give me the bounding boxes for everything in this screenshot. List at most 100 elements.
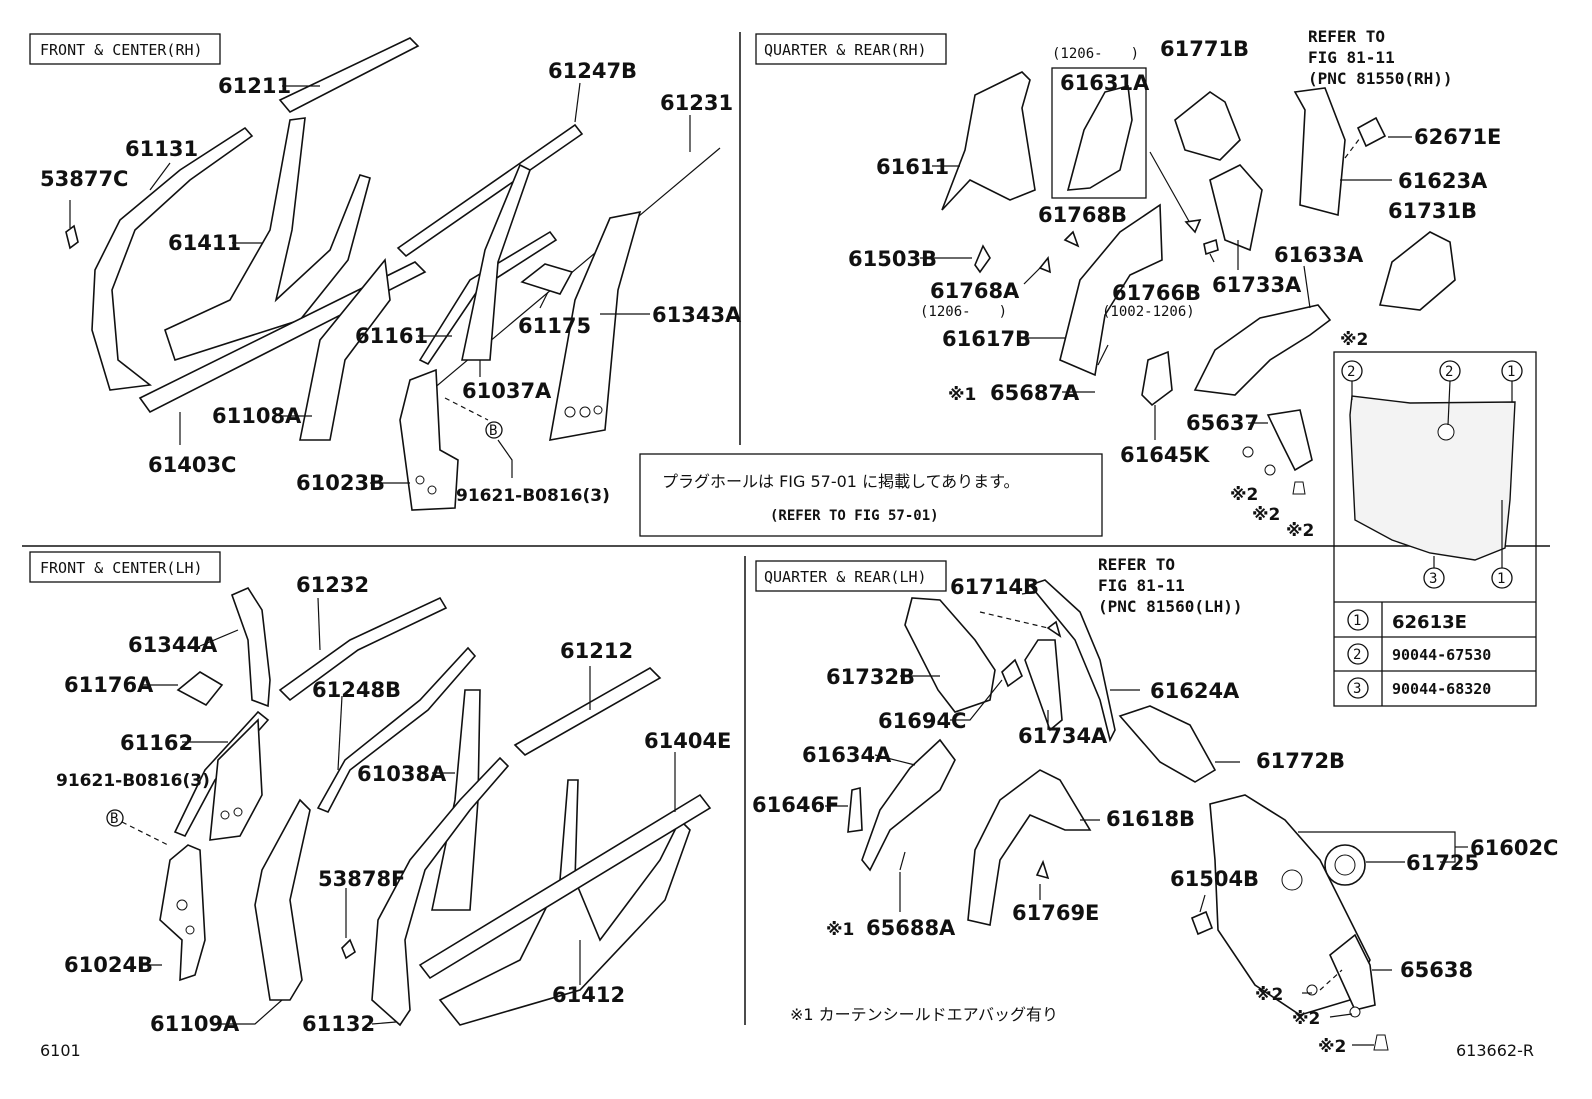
part-61771b[interactable] <box>1174 91 1241 161</box>
part-61731b[interactable] <box>1378 231 1456 311</box>
part-61766b[interactable] <box>1203 238 1219 256</box>
label-91621-lh: 91621-B0816(3) <box>56 771 210 791</box>
part-53877c[interactable] <box>65 224 79 250</box>
part-62671e[interactable] <box>1356 116 1387 148</box>
label-61771b: 61771B <box>1160 37 1249 61</box>
part-61503b[interactable] <box>974 244 991 274</box>
part-61024b[interactable] <box>159 844 206 982</box>
part-61694c[interactable] <box>1001 658 1023 688</box>
part-61634a[interactable] <box>861 738 956 872</box>
part-61633a[interactable] <box>1193 304 1332 396</box>
part-61411[interactable] <box>164 117 371 362</box>
refer-lh-line1: REFER TO <box>1098 555 1175 574</box>
star1-65688a: ※1 <box>826 920 854 940</box>
front-lh-parts <box>159 586 712 1027</box>
part-61611[interactable] <box>941 71 1036 211</box>
part-61617b[interactable] <box>1059 203 1163 377</box>
page-code: 6101 <box>40 1041 81 1060</box>
part-61624a[interactable] <box>1028 579 1116 743</box>
star2-a: ※2 <box>1230 485 1258 505</box>
label-61611: 61611 <box>876 155 949 179</box>
part-61211[interactable] <box>278 37 420 114</box>
part-65688a[interactable] <box>899 851 906 871</box>
quarter-lh-parts <box>847 579 1389 1051</box>
section-title: FRONT & CENTER(RH) <box>40 41 203 59</box>
detail-mark-1b: 1 <box>1497 571 1505 587</box>
label-61732b: 61732B <box>826 665 915 689</box>
part-61232[interactable] <box>278 596 448 702</box>
refer-lh-line2: FIG 81-11 <box>1098 576 1185 595</box>
part-61732b[interactable] <box>904 597 996 713</box>
part-61132[interactable] <box>371 756 510 1027</box>
label-61503b: 61503B <box>848 247 937 271</box>
label-65637: 65637 <box>1186 411 1259 435</box>
label-61404e: 61404E <box>644 729 731 753</box>
part-61404e[interactable] <box>418 793 712 980</box>
part-65637[interactable] <box>1266 409 1313 472</box>
quarter-lh-labels: 61714B REFER TO FIG 81-11 (PNC 81560(LH)… <box>752 555 1558 1057</box>
part-61733a[interactable] <box>1209 164 1263 252</box>
part-61768b[interactable] <box>1063 230 1080 248</box>
part-61109a[interactable] <box>254 798 311 1001</box>
label-61602c: 61602C <box>1470 836 1558 860</box>
part-quarter-inner-rh[interactable] <box>1293 87 1346 217</box>
part-65687a[interactable] <box>1097 344 1109 366</box>
section-quarter-rh: QUARTER & REAR(RH) <box>755 33 947 65</box>
part-61734a[interactable] <box>1024 639 1063 732</box>
star2-b: ※2 <box>1252 505 1280 525</box>
part-65638[interactable] <box>1329 933 1376 1011</box>
quarter-lh-leaders <box>825 591 1468 1046</box>
part-61248b[interactable] <box>316 646 477 814</box>
label-61024b: 61024B <box>64 953 153 977</box>
label-53878f: 53878F <box>318 867 405 891</box>
label-61232: 61232 <box>296 573 369 597</box>
front-rh-labels: 61211 61131 53877C 61411 61247B 61231 61… <box>40 59 742 506</box>
part-61412[interactable] <box>438 779 691 1026</box>
part-61038a[interactable] <box>431 689 481 911</box>
label-61212: 61212 <box>560 639 633 663</box>
section-title: FRONT & CENTER(LH) <box>40 559 203 577</box>
label-61731b: 61731B <box>1388 199 1477 223</box>
part-61343a[interactable] <box>549 210 642 441</box>
part-61772b[interactable] <box>1118 705 1217 783</box>
part-61247b[interactable] <box>396 123 584 258</box>
part-61646f[interactable] <box>847 786 863 833</box>
part-61768a[interactable] <box>1038 256 1051 274</box>
date-1206-a: (1206- ) <box>1052 46 1139 62</box>
part-61037a[interactable] <box>461 163 531 361</box>
part-61504b[interactable] <box>1190 910 1214 936</box>
legend-part-2: 90044-67530 <box>1392 646 1491 664</box>
label-61733a: 61733A <box>1212 273 1302 297</box>
part-61714b[interactable] <box>1046 620 1062 638</box>
footnote: ※1 カーテンシールドエアバッグ有り <box>790 1005 1058 1024</box>
part-53878f[interactable] <box>341 938 356 960</box>
notice-line1: プラグホールは FIG 57-01 に掲載してあります。 <box>662 472 1020 491</box>
part-61212[interactable] <box>513 667 662 756</box>
label-65688a: 65688A <box>866 916 956 940</box>
part-61645k[interactable] <box>1141 350 1173 407</box>
legend-mark-1: 1 <box>1353 613 1361 629</box>
part-61618b[interactable] <box>967 769 1092 926</box>
part-61175[interactable] <box>520 263 574 295</box>
part-61769e[interactable] <box>1035 859 1050 880</box>
label-61211: 61211 <box>218 74 291 98</box>
label-61108a: 61108A <box>212 404 302 428</box>
part-61131[interactable] <box>91 126 254 391</box>
part-61108a[interactable] <box>299 258 391 441</box>
label-65638: 65638 <box>1400 958 1473 982</box>
label-65687a: 65687A <box>990 381 1080 405</box>
part-61161[interactable] <box>418 230 558 366</box>
label-61694c: 61694C <box>878 709 966 733</box>
star1-65687a: ※1 <box>948 385 976 405</box>
part-61602c[interactable] <box>1209 794 1371 1016</box>
refer-rh-line1: REFER TO <box>1308 27 1385 46</box>
part-61023b[interactable] <box>399 368 459 511</box>
section-title: QUARTER & REAR(LH) <box>764 568 927 586</box>
label-61344a: 61344A <box>128 633 218 657</box>
part-61162-inner[interactable] <box>209 718 263 841</box>
part-61176a[interactable] <box>176 671 224 707</box>
label-61176a: 61176A <box>64 673 154 697</box>
part-61344a[interactable] <box>230 586 271 708</box>
refer-rh-line2: FIG 81-11 <box>1308 48 1395 67</box>
part-61631a[interactable] <box>1066 84 1133 191</box>
